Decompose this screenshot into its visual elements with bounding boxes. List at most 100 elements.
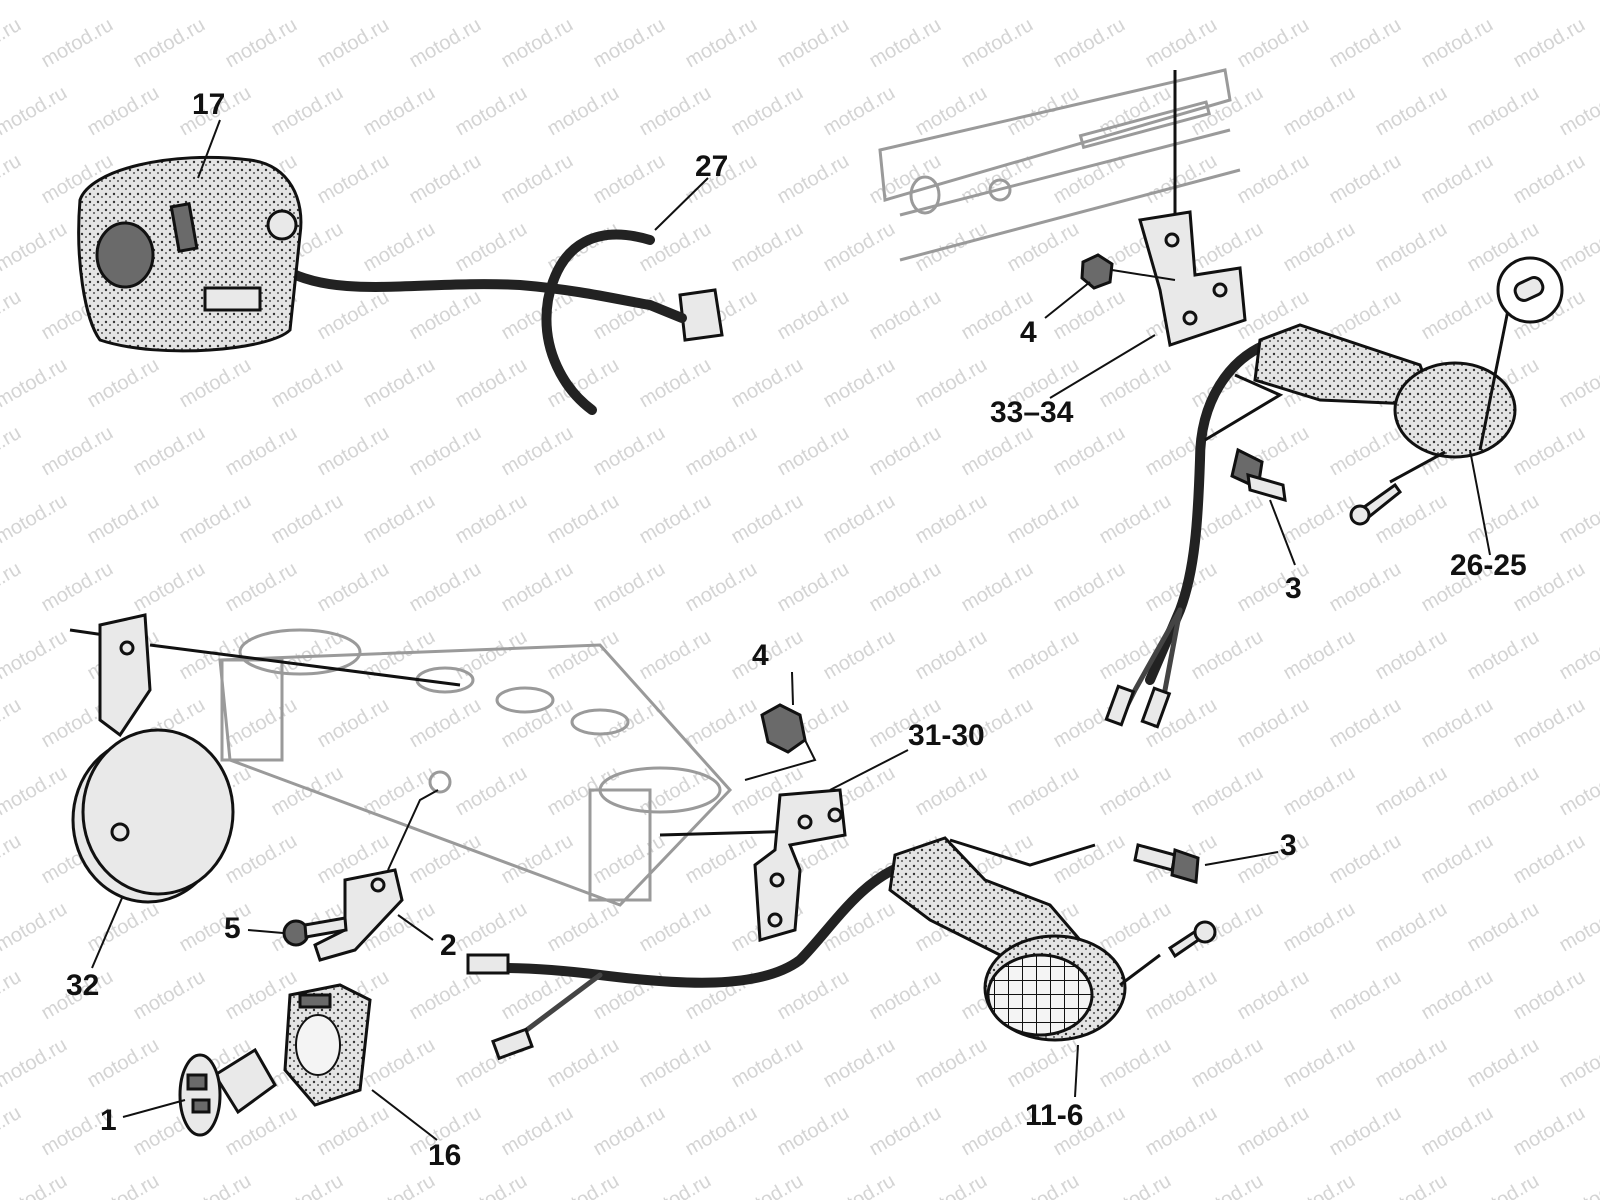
watermark-text: motod.ru: [1464, 490, 1543, 549]
watermark-text: motod.ru: [590, 558, 669, 617]
signal-lens: [986, 953, 1094, 1037]
watermark-text: motod.ru: [222, 1102, 301, 1161]
horn-bracket: [98, 613, 152, 738]
watermark-text: motod.ru: [1096, 490, 1175, 549]
watermark-text: motod.ru: [1280, 82, 1359, 141]
watermark-text: motod.ru: [1326, 286, 1405, 345]
switch-cable: [280, 265, 655, 310]
watermark-text: motod.ru: [912, 0, 991, 4]
watermark-text: motod.ru: [636, 490, 715, 549]
turn-signal-front: [466, 836, 1127, 1061]
watermark-text: motod.ru: [1050, 14, 1129, 73]
watermark-text: motod.ru: [820, 354, 899, 413]
watermark-text: motod.ru: [590, 14, 669, 73]
watermark-text: motod.ru: [1418, 1102, 1497, 1161]
watermark-text: motod.ru: [544, 898, 623, 957]
watermark-text: motod.ru: [682, 558, 761, 617]
watermark-text: motod.ru: [1418, 830, 1497, 889]
watermark-text: motod.ru: [1464, 1034, 1543, 1093]
watermark-text: motod.ru: [1556, 762, 1600, 821]
watermark-text: motod.ru: [1326, 14, 1405, 73]
watermark-text: motod.ru: [912, 1034, 991, 1093]
watermark-text: motod.ru: [1004, 762, 1083, 821]
watermark-text: motod.ru: [958, 14, 1037, 73]
watermark-text: motod.ru: [1142, 966, 1221, 1025]
watermark-text: motod.ru: [130, 966, 209, 1025]
watermark-text: motod.ru: [1050, 558, 1129, 617]
watermark-text: motod.ru: [498, 14, 577, 73]
watermark-text: motod.ru: [176, 0, 255, 4]
watermark-text: motod.ru: [1464, 1170, 1543, 1200]
watermark-text: motod.ru: [1326, 1102, 1405, 1161]
watermark-text: motod.ru: [774, 14, 853, 73]
watermark-text: motod.ru: [682, 694, 761, 753]
watermark-text: motod.ru: [314, 14, 393, 73]
watermark-text: motod.ru: [1280, 626, 1359, 685]
watermark-text: motod.ru: [268, 1170, 347, 1200]
watermark-text: motod.ru: [1050, 286, 1129, 345]
watermark-text: motod.ru: [774, 286, 853, 345]
watermark-text: motod.ru: [728, 82, 807, 141]
watermark-text: motod.ru: [1556, 0, 1600, 4]
watermark-text: motod.ru: [0, 1102, 25, 1161]
bracket-hole: [1164, 232, 1180, 248]
watermark-text: motod.ru: [820, 1034, 899, 1093]
watermark-text: motod.ru: [1096, 0, 1175, 4]
watermark-text: motod.ru: [222, 422, 301, 481]
watermark-text: motod.ru: [498, 422, 577, 481]
watermark-text: motod.ru: [774, 966, 853, 1025]
watermark-text: motod.ru: [0, 1034, 71, 1093]
callout-27: 27: [695, 150, 728, 183]
watermark-text: motod.ru: [912, 1170, 991, 1200]
callout-26-25: 26-25: [1450, 549, 1527, 582]
horn: [71, 728, 235, 904]
nut-top: [1080, 253, 1114, 290]
bolt-mid: [1133, 843, 1200, 884]
watermark-text: motod.ru: [1004, 490, 1083, 549]
watermark-text: motod.ru: [268, 82, 347, 141]
watermark-text: motod.ru: [774, 150, 853, 209]
watermark-text: motod.ru: [1096, 1170, 1175, 1200]
watermark-text: motod.ru: [0, 218, 71, 277]
switch-knob: [266, 209, 298, 241]
watermark-text: motod.ru: [360, 1170, 439, 1200]
watermark-text: motod.ru: [176, 354, 255, 413]
leader-lines: [91, 119, 1491, 1141]
callout-11-6: 11-6: [1025, 1099, 1083, 1132]
watermark-text: motod.ru: [0, 354, 71, 413]
callout-16: 16: [428, 1139, 461, 1172]
watermark-text: motod.ru: [176, 1170, 255, 1200]
watermark-text: motod.ru: [1280, 762, 1359, 821]
watermark-text: motod.ru: [1464, 626, 1543, 685]
watermark-text: motod.ru: [314, 694, 393, 753]
watermark-text: motod.ru: [1418, 150, 1497, 209]
watermark-text: motod.ru: [958, 558, 1037, 617]
watermark-text: motod.ru: [452, 898, 531, 957]
callout-32: 32: [66, 969, 99, 1002]
turn-signal-bracket-rear: [1138, 210, 1247, 347]
watermark-text: motod.ru: [912, 354, 991, 413]
watermark-text: motod.ru: [820, 0, 899, 4]
watermark-text: motod.ru: [1096, 1034, 1175, 1093]
watermark-text: motod.ru: [0, 490, 71, 549]
watermark-text: motod.ru: [1188, 626, 1267, 685]
watermark-text: motod.ru: [1326, 694, 1405, 753]
watermark-text: motod.ru: [636, 82, 715, 141]
watermark-text: motod.ru: [1372, 626, 1451, 685]
callout-4-top: 4: [1020, 316, 1037, 349]
watermark-text: motod.ru: [498, 150, 577, 209]
watermark-text: motod.ru: [866, 14, 945, 73]
watermark-text: motod.ru: [820, 490, 899, 549]
watermark-text: motod.ru: [1510, 150, 1589, 209]
watermark-text: motod.ru: [1556, 898, 1600, 957]
watermark-text: motod.ru: [452, 490, 531, 549]
callout-labels: 17 27 4 33–34 26-25 3 4 31-30 3 5 2 32 1…: [66, 88, 1527, 1172]
watermark-text: motod.ru: [1188, 1034, 1267, 1093]
watermark-text: motod.ru: [406, 422, 485, 481]
watermark-text: motod.ru: [636, 626, 715, 685]
watermark-text: motod.ru: [1510, 1102, 1589, 1161]
watermark-text: motod.ru: [590, 830, 669, 889]
watermark-text: motod.ru: [84, 1170, 163, 1200]
callout-3-mid: 3: [1280, 829, 1297, 862]
watermark-text: motod.ru: [820, 1170, 899, 1200]
